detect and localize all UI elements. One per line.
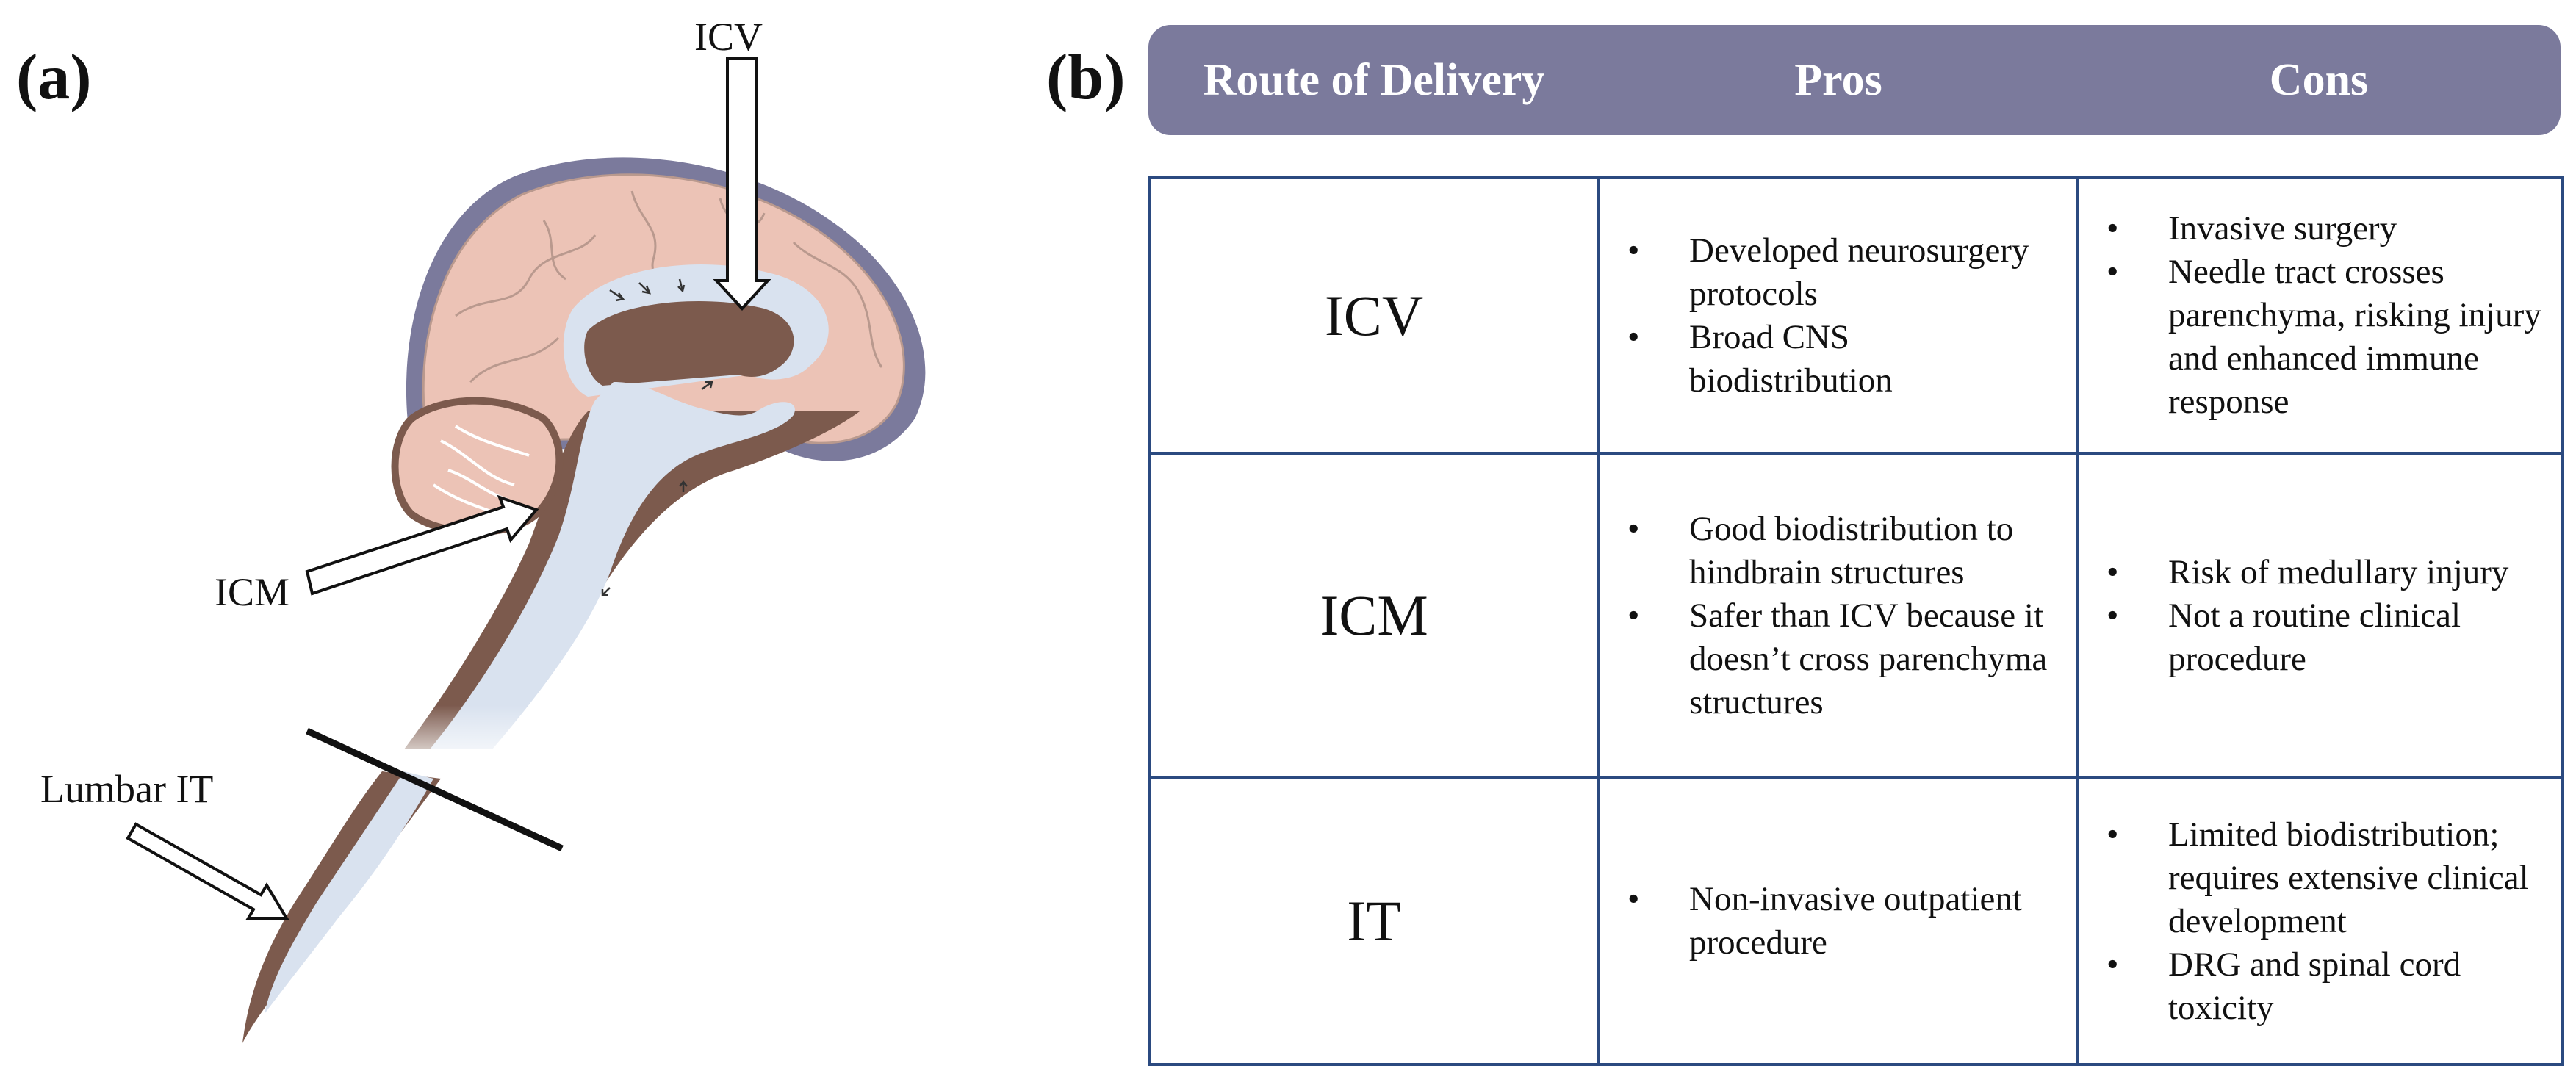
cons-item: Needle tract crosses parenchyma, risking… [2079, 250, 2546, 424]
lumbar-arrow [126, 822, 289, 920]
pros-list: Non-invasive outpatient procedure [1600, 878, 2076, 965]
cons-cell: Risk of medullary injury Not a routine c… [2076, 452, 2564, 779]
header-cons: Cons [2269, 54, 2369, 105]
cons-item: Risk of medullary injury [2079, 551, 2546, 594]
csf-flow-arrows [601, 278, 713, 596]
cons-cell: Limited biodistribution; requires extens… [2076, 776, 2564, 1066]
cons-item: DRG and spinal cord toxicity [2079, 943, 2546, 1030]
icm-label: ICM [215, 570, 289, 614]
cons-item: Not a routine clinical procedure [2079, 594, 2546, 681]
pros-cell: Developed neurosurgery protocols Broad C… [1597, 176, 2079, 455]
cons-cell: Invasive surgery Needle tract crosses pa… [2076, 176, 2564, 455]
pros-item: Good biodistribution to hindbrain struct… [1600, 508, 2061, 594]
header-route: Route of Delivery [1203, 54, 1545, 105]
table-header-bar: Route of Delivery Pros Cons [1148, 25, 2561, 135]
brain-diagram: ICV ICM Lumbar IT [40, 15, 926, 1043]
cons-item: Limited biodistribution; requires extens… [2079, 813, 2546, 943]
cons-item: Invasive surgery [2079, 207, 2546, 250]
lumbar-label: Lumbar IT [40, 767, 213, 811]
icv-label: ICV [694, 15, 763, 59]
table-row-icm: ICM Good biodistribution to hindbrain st… [1148, 452, 2564, 779]
route-name: IT [1148, 776, 1600, 1066]
pros-cell: Non-invasive outpatient procedure [1597, 776, 2079, 1066]
panel-label-b: (b) [1046, 42, 1126, 113]
header-pros: Pros [1794, 54, 1882, 105]
pros-list: Good biodistribution to hindbrain struct… [1600, 508, 2076, 724]
pros-item: Developed neurosurgery protocols [1600, 229, 2061, 316]
table-row-icv: ICV Developed neurosurgery protocols Bro… [1148, 176, 2564, 455]
cons-list: Risk of medullary injury Not a routine c… [2079, 551, 2561, 681]
routes-table: ICV Developed neurosurgery protocols Bro… [1148, 176, 2564, 1066]
panel-label-a: (a) [16, 42, 92, 113]
icm-arrow [305, 494, 539, 596]
route-name: ICM [1148, 452, 1600, 779]
brainstem-csf [430, 382, 795, 749]
pros-item: Safer than ICV because it doesn’t cross … [1600, 594, 2061, 724]
cut-line [306, 727, 564, 852]
pros-item: Broad CNS biodistribution [1600, 316, 2061, 403]
cons-list: Invasive surgery Needle tract crosses pa… [2079, 207, 2561, 424]
cord-fade [353, 705, 632, 771]
pros-item: Non-invasive outpatient procedure [1600, 878, 2061, 965]
table-row-it: IT Non-invasive outpatient procedure Lim… [1148, 776, 2564, 1066]
icv-arrow [713, 57, 771, 311]
lateral-ventricle [584, 301, 794, 386]
pros-cell: Good biodistribution to hindbrain struct… [1597, 452, 2079, 779]
cons-list: Limited biodistribution; requires extens… [2079, 813, 2561, 1030]
pros-list: Developed neurosurgery protocols Broad C… [1600, 229, 2076, 403]
lumbar-cord-csf [265, 771, 433, 1014]
route-name: ICV [1148, 176, 1600, 455]
